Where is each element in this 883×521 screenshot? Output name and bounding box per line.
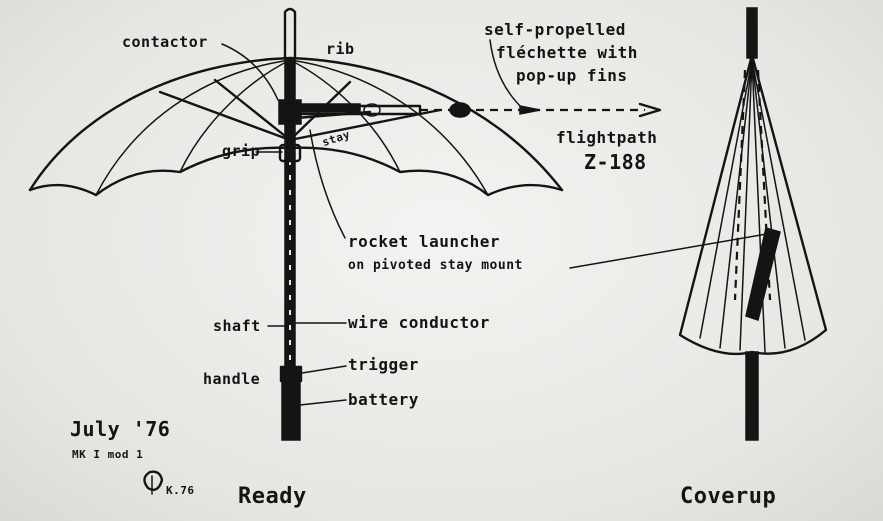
label-contactor: contactor xyxy=(122,33,208,51)
closed-launcher xyxy=(745,227,781,321)
label-flechette-line-2: fléchette with xyxy=(496,43,638,62)
label-grip: grip xyxy=(222,142,261,160)
signature-monogram xyxy=(143,470,164,495)
closed-tip xyxy=(746,7,758,59)
label-date: July '76 xyxy=(70,417,171,441)
label-pivoted-stay-mount: on pivoted stay mount xyxy=(348,258,523,273)
flight-path-arrow xyxy=(638,102,662,118)
label-rocket-launcher: rocket launcher xyxy=(348,232,500,251)
closed-fold xyxy=(751,59,786,349)
label-initials: K.76 xyxy=(166,484,195,497)
battery-leader xyxy=(299,399,347,406)
open-umbrella-drawing xyxy=(28,7,662,441)
launcher-leader xyxy=(309,129,346,239)
flechette-leader xyxy=(489,39,521,107)
contactor-leader xyxy=(221,43,279,101)
umbrella-tip xyxy=(283,7,297,60)
contactor-block xyxy=(278,99,302,125)
closed-hidden-rod xyxy=(756,69,772,301)
stay-left xyxy=(158,90,292,142)
flechette-dart xyxy=(519,105,541,115)
label-rib: rib xyxy=(326,40,355,58)
closed-fold xyxy=(751,59,806,341)
canopy-rib-line xyxy=(289,59,489,196)
launcher-barrel xyxy=(299,103,361,113)
closed-umbrella-drawing xyxy=(569,7,828,441)
closed-hidden-rod xyxy=(733,69,747,301)
label-wire-conductor: wire conductor xyxy=(348,313,490,332)
label-flechette-line-1: self-propelled xyxy=(484,20,626,39)
trigger-housing xyxy=(279,365,303,383)
stay-left-inner xyxy=(213,78,292,142)
label-model: MK I mod 1 xyxy=(72,448,144,461)
label-shaft: shaft xyxy=(213,317,261,335)
canopy-rib-line xyxy=(95,59,291,196)
label-flightpath: flightpath xyxy=(556,128,658,147)
label-ready: Ready xyxy=(238,484,307,509)
handle-battery xyxy=(281,367,301,441)
trigger-leader xyxy=(301,365,347,374)
closed-fold xyxy=(739,59,753,351)
label-trigger: trigger xyxy=(348,355,419,374)
grip-ring xyxy=(278,143,302,163)
fin-cluster xyxy=(449,102,471,118)
closed-fold xyxy=(699,59,753,339)
label-coverup: Coverup xyxy=(680,484,777,509)
label-handle: handle xyxy=(203,370,261,388)
closed-fold xyxy=(719,59,753,349)
label-battery: battery xyxy=(348,390,419,409)
coverup-launcher-leader xyxy=(569,231,779,269)
closed-handle xyxy=(745,351,759,441)
label-range: Z-188 xyxy=(584,150,647,174)
canopy-rib-line xyxy=(179,59,291,173)
label-flechette-line-3: pop-up fins xyxy=(516,66,628,85)
launcher-pivot xyxy=(363,103,381,117)
